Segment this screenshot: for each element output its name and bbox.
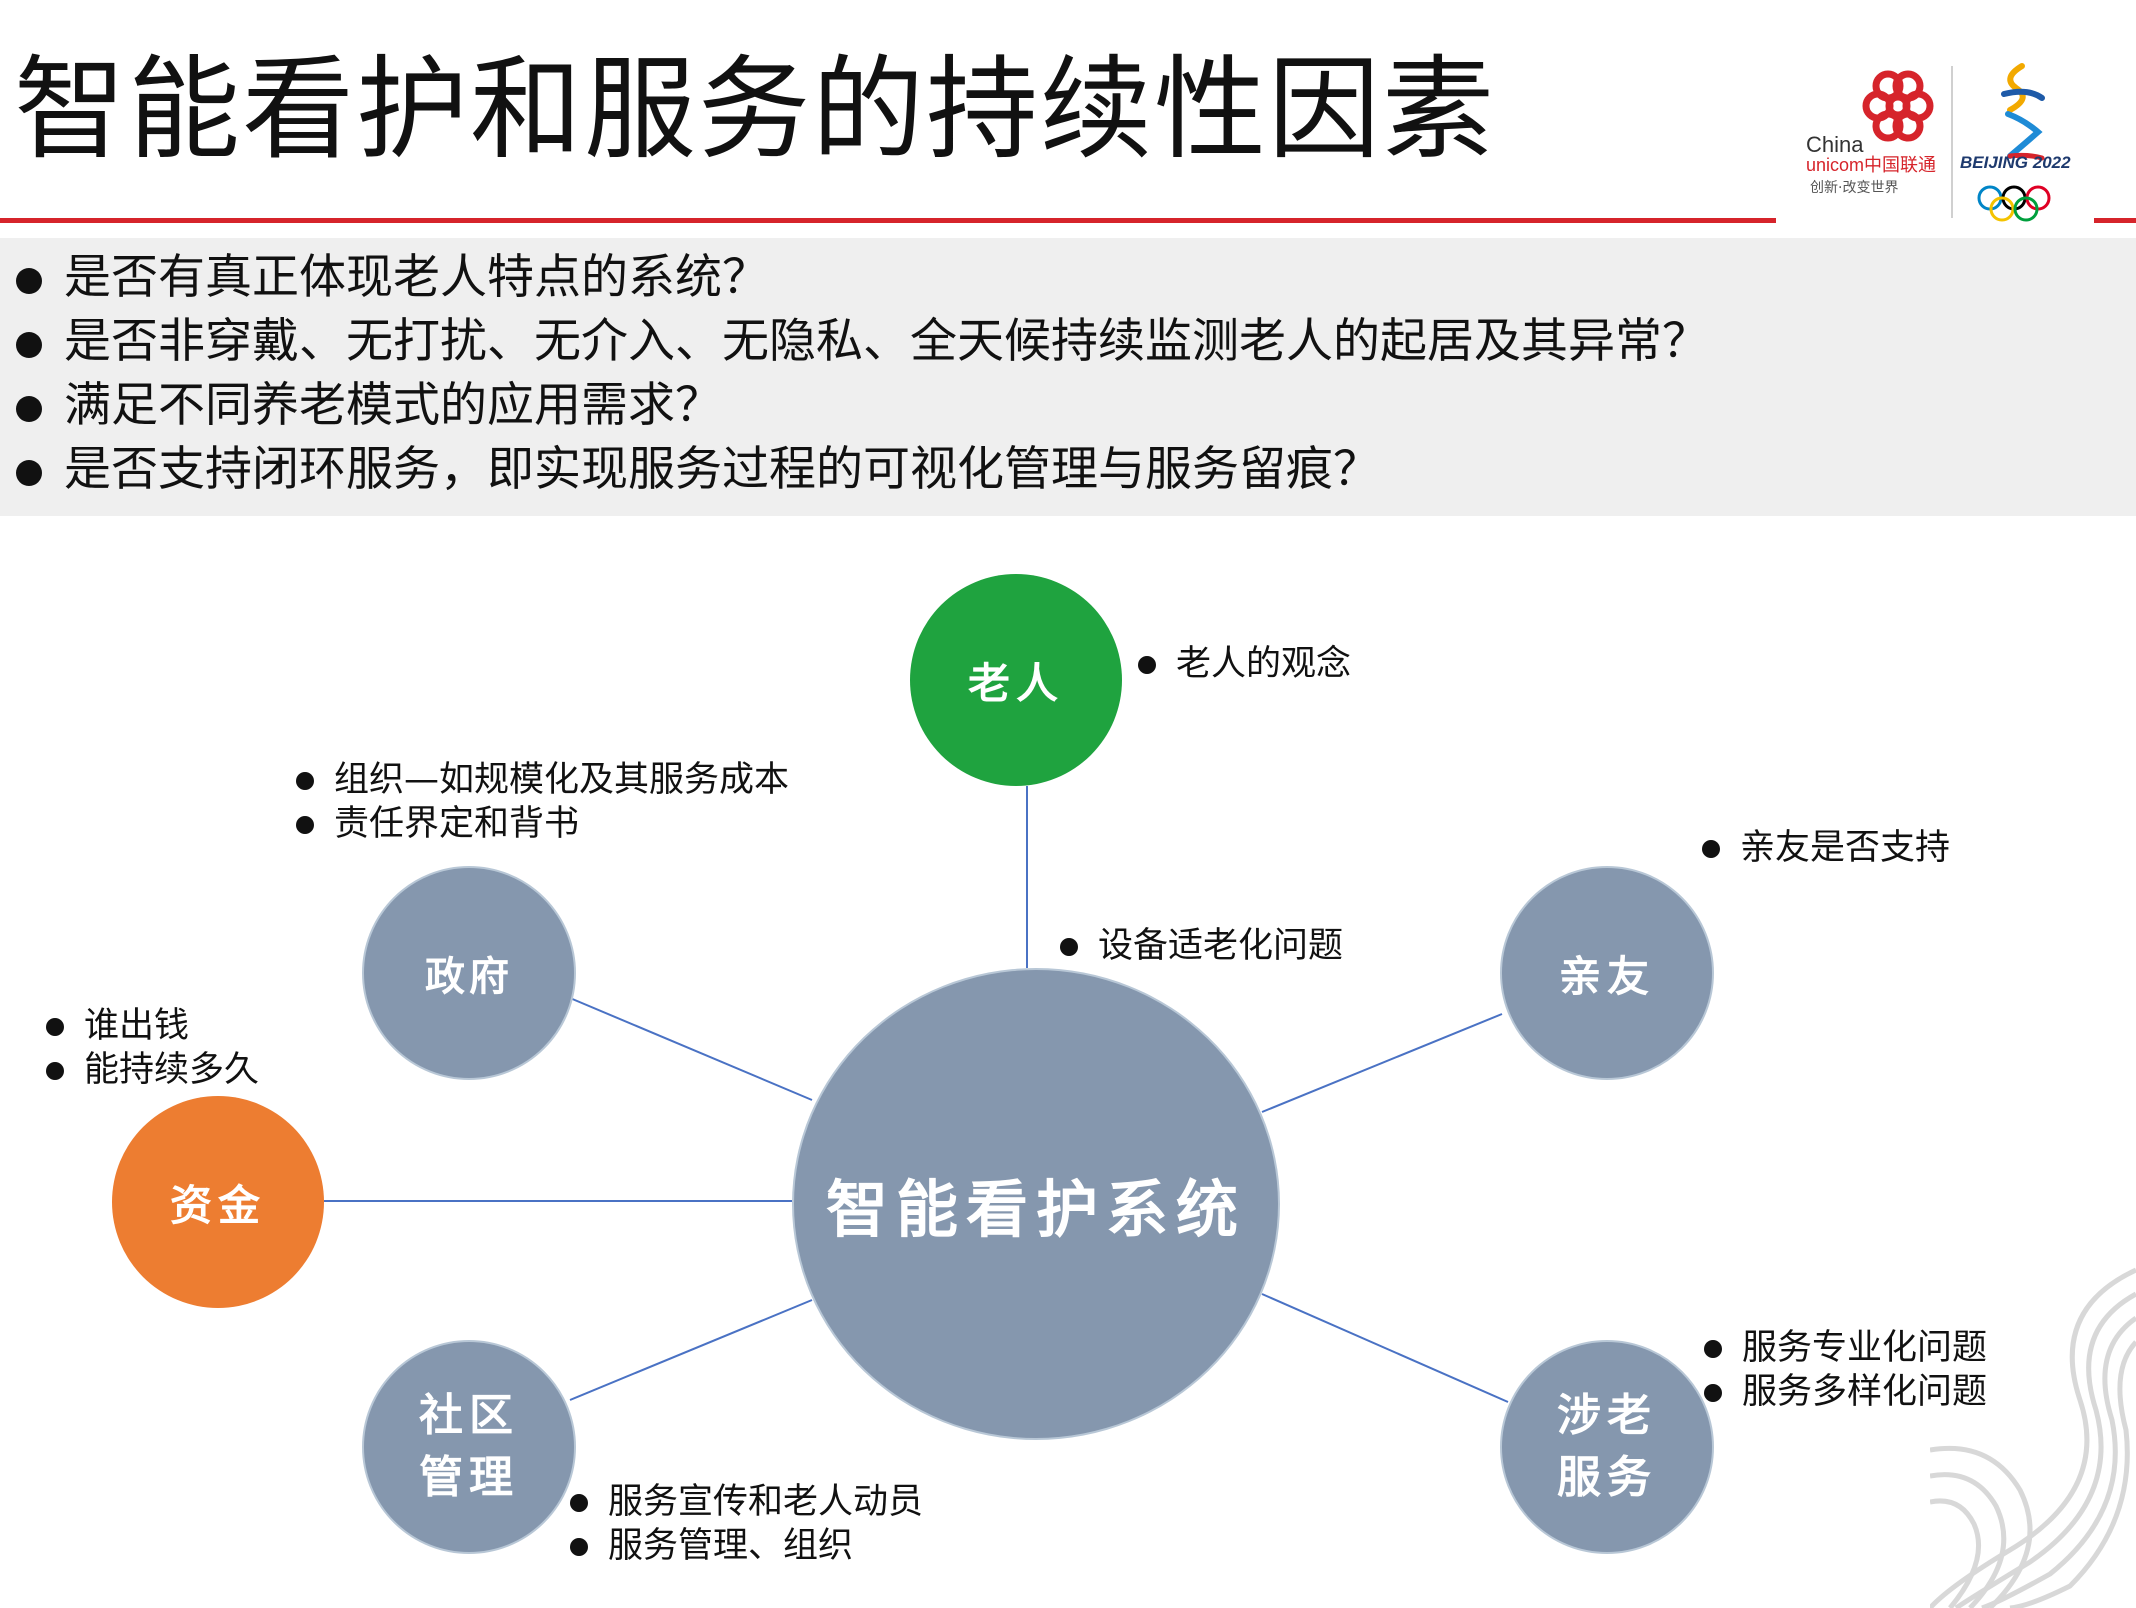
note-item: 老人的观念 [1136,642,1351,686]
center-node: 智能看护系统 [792,968,1280,1440]
note-item: 服务多样化问题 [1702,1370,1987,1414]
questions-band [0,238,2136,516]
family-node-label: 亲友 [1558,951,1655,1001]
question-list: 是否有真正体现老人特点的系统？ 是否非穿戴、无打扰、无介入、无隐私、全天候持续监… [14,246,1709,502]
note-item: 设备适老化问题 [1058,924,1343,968]
question-item: 是否非穿戴、无打扰、无介入、无隐私、全天候持续监测老人的起居及其异常？ [14,310,1709,374]
elder-node: 老人 [910,574,1122,786]
olympic-rings-icon [1977,185,2051,222]
family-node: 亲友 [1500,866,1714,1080]
note-item: 能持续多久 [44,1048,259,1092]
note-item: 谁出钱 [44,1004,259,1048]
service-node-label: 涉老 服务 [1557,1390,1657,1503]
gov-node-label: 政府 [425,953,513,1000]
title-underline [0,218,1778,223]
service-node: 涉老 服务 [1500,1340,1714,1554]
fund-notes: 谁出钱 能持续多久 [44,1004,259,1092]
unicom-logo-text: unicom中国联通 [1806,155,1936,175]
corner-decoration-icon [1930,1267,2136,1608]
community-notes: 服务宣传和老人动员 服务管理、组织 [568,1480,923,1568]
fund-node: 资金 [112,1096,324,1308]
unicom-logo-text-en: China [1806,132,1864,157]
question-item: 是否支持闭环服务，即实现服务过程的可视化管理与服务留痕？ [14,438,1709,502]
service-notes: 服务专业化问题 服务多样化问题 [1702,1326,1987,1414]
logos: China unicom中国联通 创新·改变世界 BEIJING 2022 [1806,63,2071,222]
olympics-text: BEIJING 2022 [1960,153,2071,172]
community-node: 社区 管理 [362,1340,576,1554]
elder-node-label: 老人 [967,658,1064,708]
link-gov [569,997,813,1101]
logo-area: China unicom中国联通 创新·改变世界 BEIJING 2022 [1776,58,2094,234]
unicom-slogan: 创新·改变世界 [1810,180,1898,196]
elder-notes: 老人的观念 [1136,642,1351,686]
center-node-label: 智能看护系统 [825,1173,1246,1246]
note-item: 服务专业化问题 [1702,1326,1987,1370]
link-service [1261,1293,1509,1403]
question-item: 满足不同养老模式的应用需求？ [14,374,1709,438]
unicom-logo-icon [1862,70,1934,142]
note-item: 服务管理、组织 [568,1524,923,1568]
beijing-2022-emblem-icon [2001,63,2045,161]
note-item: 组织—如规模化及其服务成本 [294,758,789,802]
page-title: 智能看护和服务的持续性因素 [14,45,1496,175]
fund-node-label: 资金 [169,1180,266,1230]
note-item: 责任界定和背书 [294,802,789,846]
community-node-label: 社区 管理 [419,1390,519,1503]
family-notes: 亲友是否支持 [1700,826,1950,870]
link-community [569,1299,813,1401]
question-item: 是否有真正体现老人特点的系统？ [14,246,1709,310]
gov-node: 政府 [362,866,576,1080]
note-item: 亲友是否支持 [1700,826,1950,870]
title-underline-right [2093,218,2136,223]
link-family [1261,1013,1503,1113]
gov-notes: 组织—如规模化及其服务成本 责任界定和背书 [294,758,789,846]
note-item: 服务宣传和老人动员 [568,1480,923,1524]
device-notes: 设备适老化问题 [1058,924,1343,968]
